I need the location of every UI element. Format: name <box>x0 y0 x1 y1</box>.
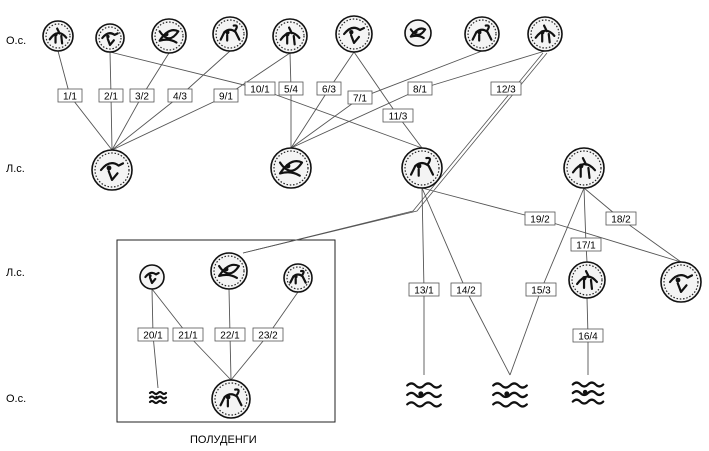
coin-t1 <box>42 20 74 52</box>
coin-p1 <box>139 264 165 290</box>
link-6-3-box <box>316 81 342 96</box>
coin-q1 <box>148 390 168 405</box>
link-4-3-box <box>167 88 193 103</box>
link-10-1-label: 10/1 <box>250 85 270 96</box>
coin-t6 <box>335 15 373 53</box>
coin-r1 <box>568 261 606 299</box>
link-11-3-label: 11/3 <box>389 112 408 123</box>
link-13-1-label: 13/1 <box>414 286 434 297</box>
link-7-1-box <box>347 90 373 105</box>
link-19-2-box <box>524 211 556 226</box>
coin-b1 <box>406 382 442 408</box>
link-2-1-box <box>98 88 124 103</box>
coin-p3 <box>283 263 313 293</box>
link-15-3-label: 15/3 <box>531 286 551 297</box>
link-12-3-line-2 <box>242 52 548 254</box>
link-20-1-box <box>137 327 169 342</box>
link-3-2-label: 3/2 <box>135 92 149 103</box>
link-15-3-box <box>525 282 557 297</box>
coin-q2 <box>211 379 251 419</box>
link-17-1-box <box>570 237 602 252</box>
link-9-1-box <box>213 88 239 103</box>
coin-b3 <box>571 381 605 405</box>
coin-images <box>42 15 702 419</box>
coin-t3 <box>151 18 187 54</box>
link-22-1-label: 22/1 <box>220 331 240 342</box>
coin-p2 <box>210 252 248 290</box>
row-label-obverse-top: О.с. <box>6 35 26 47</box>
link-5-4-label: 5/4 <box>284 85 298 96</box>
link-8-1-box <box>407 81 433 96</box>
link-18-2-box <box>605 211 637 226</box>
link-1-1-box <box>57 88 83 103</box>
link-3-2-box <box>129 88 155 103</box>
link-12-3-box <box>490 81 522 96</box>
link-4-3-label: 4/3 <box>173 92 187 103</box>
link-8-1-line <box>290 50 546 149</box>
link-14-2-line <box>421 187 511 376</box>
link-1-1-label: 1/1 <box>63 92 77 103</box>
link-18-2-label: 18/2 <box>611 215 631 226</box>
coin-m4 <box>563 147 605 189</box>
link-14-2-label: 14/2 <box>456 286 476 297</box>
link-7-1-label: 7/1 <box>353 94 367 105</box>
coin-t9 <box>527 16 563 52</box>
link-5-4-box <box>278 81 304 96</box>
link-22-1-box <box>214 327 246 342</box>
coin-t4 <box>212 16 248 52</box>
coin-r2 <box>660 261 702 303</box>
link-12-3-label: 12/3 <box>496 85 516 96</box>
link-6-3-label: 6/3 <box>322 85 336 96</box>
row-label-obverse-bottom: О.с. <box>6 393 26 405</box>
link-13-1-line <box>421 187 425 375</box>
link-9-1-label: 9/1 <box>219 92 233 103</box>
link-10-1-box <box>244 81 276 96</box>
poludengi-frame <box>116 239 336 423</box>
link-17-1-label: 17/1 <box>576 241 596 252</box>
link-2-1-label: 2/1 <box>104 92 118 103</box>
link-19-2-label: 19/2 <box>530 215 550 226</box>
coin-m3 <box>401 147 443 189</box>
coin-t5 <box>272 18 308 54</box>
coin-t2 <box>95 23 125 53</box>
coin-m2 <box>270 147 312 189</box>
link-21-1-box <box>172 327 204 342</box>
link-16-4-box <box>572 328 604 343</box>
link-23-2-label: 23/2 <box>258 331 278 342</box>
link-23-2-box <box>252 327 284 342</box>
row-label-reverse-1: Л.с. <box>6 163 25 175</box>
link-13-1-box <box>408 282 440 297</box>
coin-m1 <box>91 149 133 191</box>
link-10-1-line <box>109 51 423 149</box>
link-14-2-box <box>450 282 482 297</box>
coin-b2 <box>492 382 528 408</box>
link-20-1-label: 20/1 <box>143 331 163 342</box>
link-11-3-box <box>382 108 414 123</box>
coin-t7 <box>404 19 432 47</box>
link-labels: 1/1 2/1 3/2 4/3 9/1 10/1 5/4 6/3 7/1 11/3 8/1 12/3 1… <box>57 81 637 343</box>
coin-t8 <box>464 16 500 52</box>
row-label-reverse-2: Л.с. <box>6 267 25 279</box>
poludengi-caption: ПОЛУДЕНГИ <box>190 434 257 446</box>
link-16-4-label: 16/4 <box>578 332 598 343</box>
link-21-1-label: 21/1 <box>178 331 198 342</box>
link-8-1-label: 8/1 <box>413 85 427 96</box>
